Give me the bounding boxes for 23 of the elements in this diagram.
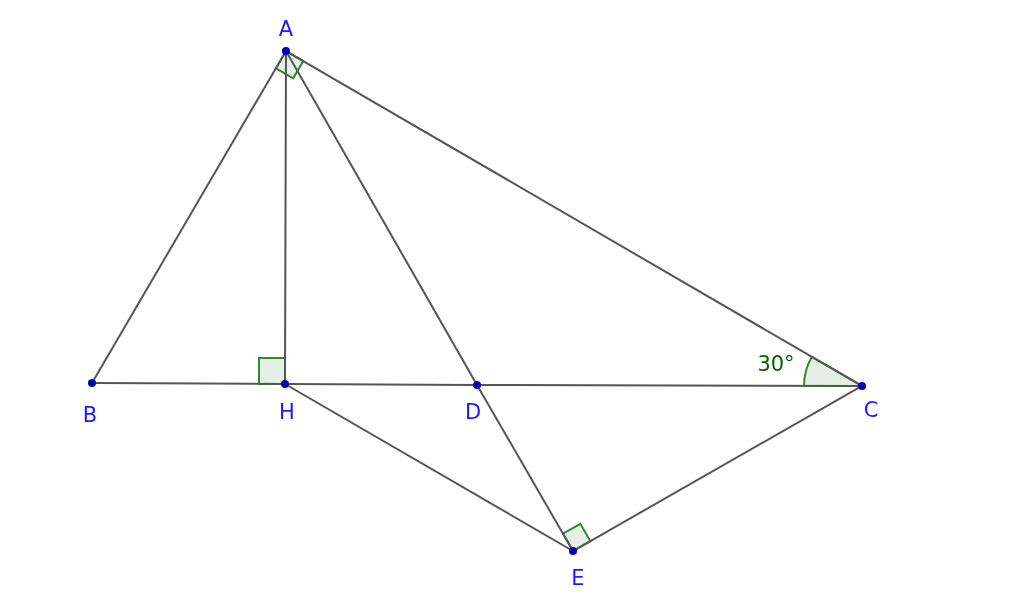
line-segment: [287, 53, 476, 383]
line-segment: [284, 54, 287, 381]
point-dot: [282, 47, 290, 55]
line-segment: [288, 52, 860, 385]
point-dot: [473, 381, 481, 389]
point-dot: [569, 547, 577, 555]
point-dot: [858, 382, 866, 390]
line-segment: [93, 53, 285, 381]
point-label: B: [82, 404, 98, 426]
point-label: C: [863, 399, 879, 421]
line-segment: [288, 383, 474, 386]
line-segment: [478, 387, 572, 549]
angle-label: 30°: [757, 353, 795, 375]
line-segment: [287, 385, 571, 550]
point-label: D: [464, 401, 482, 423]
line-segment: [95, 382, 282, 385]
point-label: H: [279, 401, 295, 423]
line-segment: [480, 384, 859, 387]
line-segment: [575, 387, 860, 550]
point-dot: [281, 380, 289, 388]
point-label: E: [571, 567, 585, 589]
point-dot: [88, 379, 96, 387]
point-label: A: [278, 18, 294, 40]
